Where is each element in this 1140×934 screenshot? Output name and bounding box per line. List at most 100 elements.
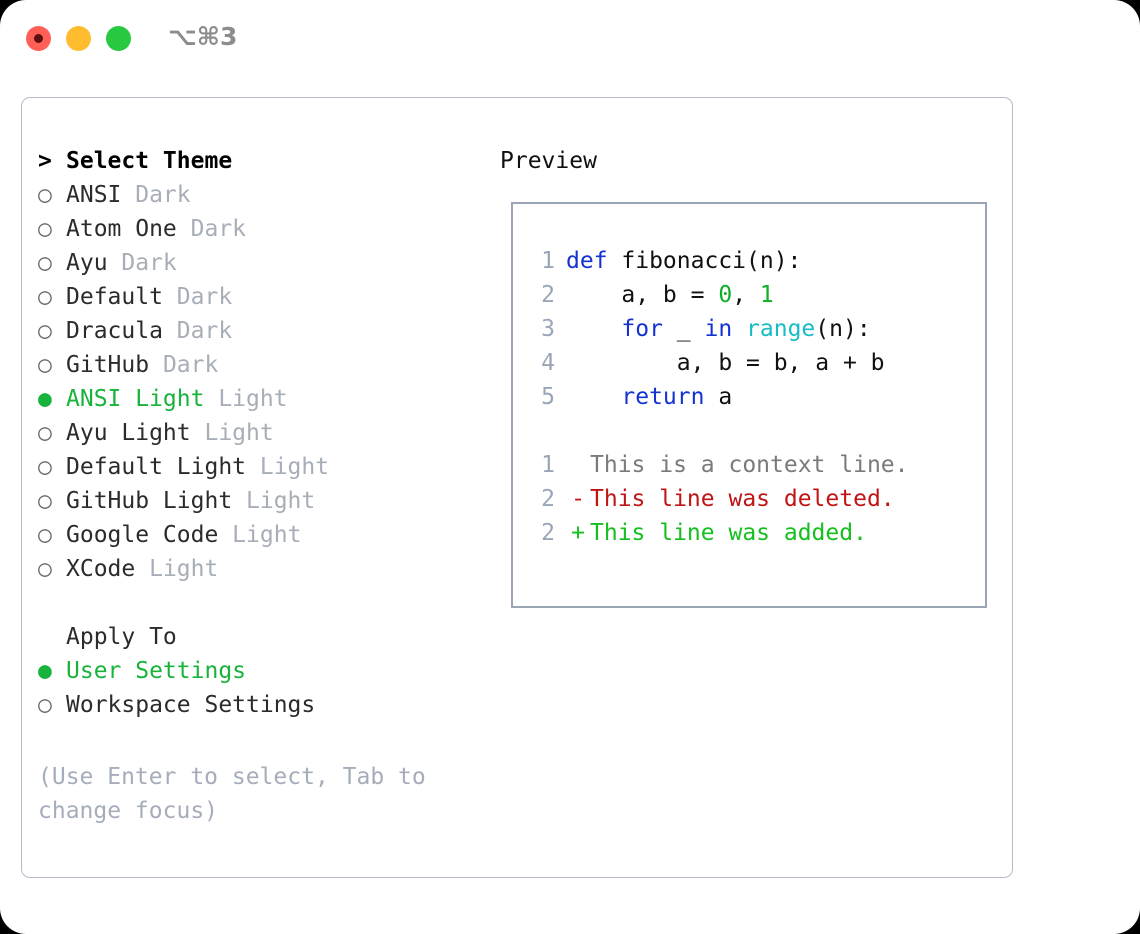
theme-name-label: Atom One <box>66 216 177 242</box>
diff-line: 1 This is a context line. <box>529 448 979 482</box>
diff-text: This line was deleted. <box>590 486 895 512</box>
theme-list-item[interactable]: ○ ANSI Dark <box>38 178 490 212</box>
code-token: a <box>704 384 733 410</box>
code-line: 3 for _ in range(n): <box>529 312 979 346</box>
code-line: 2 a, b = 0, 1 <box>529 278 979 312</box>
keyboard-hint-text: (Use Enter to select, Tab to change focu… <box>38 764 440 824</box>
theme-name-label: GitHub Light <box>66 488 233 514</box>
diff-marker: - <box>571 486 585 512</box>
apply-to-list: ● User Settings○ Workspace Settings <box>38 654 490 722</box>
code-token <box>732 316 746 342</box>
theme-list-item[interactable]: ○ Default Light Light <box>38 450 490 484</box>
main-panel: > Select Theme ○ ANSI Dark○ Atom One Dar… <box>21 97 1013 878</box>
diff-marker: + <box>571 520 585 546</box>
radio-unselected-icon: ○ <box>38 352 66 378</box>
radio-unselected-icon: ○ <box>38 216 66 242</box>
theme-variant-label: Light <box>204 386 288 412</box>
theme-list-item[interactable]: ○ GitHub Light Light <box>38 484 490 518</box>
code-token <box>566 316 621 342</box>
apply-to-label: Workspace Settings <box>66 692 316 718</box>
theme-list-item[interactable]: ○ GitHub Dark <box>38 348 490 382</box>
theme-name-label: Ayu Light <box>66 420 191 446</box>
code-token: a, b = b, a + b <box>566 350 885 376</box>
theme-list-header-label: Select Theme <box>66 148 233 174</box>
radio-unselected-icon: ○ <box>38 250 66 276</box>
theme-selection-column: > Select Theme ○ ANSI Dark○ Atom One Dar… <box>38 144 490 722</box>
diff-block: 1 This is a context line.2-This line was… <box>529 448 979 550</box>
theme-variant-label: Dark <box>176 216 247 242</box>
radio-unselected-icon: ○ <box>38 454 66 480</box>
radio-unselected-icon: ○ <box>38 522 66 548</box>
diff-line-number: 2 <box>541 486 555 512</box>
radio-unselected-icon: ○ <box>38 182 66 208</box>
theme-name-label: ANSI Light <box>66 386 205 412</box>
preview-label: Preview <box>500 148 597 174</box>
theme-list-item[interactable]: ○ Atom One Dark <box>38 212 490 246</box>
code-token: fibonacci(n): <box>607 248 802 274</box>
apply-to-header-label: Apply To <box>66 624 177 650</box>
theme-list-item[interactable]: ○ Google Code Light <box>38 518 490 552</box>
theme-name-label: ANSI <box>66 182 122 208</box>
theme-list: ○ ANSI Dark○ Atom One Dark○ Ayu Dark○ De… <box>38 178 490 586</box>
apply-to-header-indent <box>38 620 66 654</box>
theme-variant-label: Dark <box>149 352 219 378</box>
theme-variant-label: Dark <box>162 318 233 344</box>
theme-variant-label: Dark <box>121 182 191 208</box>
apply-to-item[interactable]: ● User Settings <box>38 654 490 688</box>
theme-name-label: Dracula <box>66 318 163 344</box>
window-titlebar: ⌥⌘3 <box>0 0 1140 78</box>
theme-list-item[interactable]: ○ Dracula Dark <box>38 314 490 348</box>
theme-name-label: Default Light <box>66 454 247 480</box>
theme-variant-label: Dark <box>162 284 233 310</box>
minimize-button[interactable] <box>66 26 91 51</box>
radio-unselected-icon: ○ <box>38 556 66 582</box>
line-number: 4 <box>541 350 555 376</box>
code-token: in <box>704 316 733 342</box>
diff-marker <box>566 448 590 482</box>
diff-line: 2-This line was deleted. <box>529 482 979 516</box>
theme-name-label: XCode <box>66 556 136 582</box>
radio-selected-icon: ● <box>38 386 66 412</box>
theme-variant-label: Dark <box>107 250 177 276</box>
code-token: (n): <box>815 316 871 342</box>
theme-variant-label: Light <box>218 522 302 548</box>
apply-to-label: User Settings <box>66 658 247 684</box>
line-number: 3 <box>541 316 555 342</box>
radio-unselected-icon: ○ <box>38 318 66 344</box>
code-token: 0 <box>718 282 733 308</box>
diff-line-number: 2 <box>541 520 555 546</box>
theme-list-item[interactable]: ● ANSI Light Light <box>38 382 490 416</box>
line-number: 2 <box>541 282 555 308</box>
apply-to-item[interactable]: ○ Workspace Settings <box>38 688 490 722</box>
radio-selected-icon: ● <box>38 658 66 684</box>
theme-name-label: GitHub <box>66 352 150 378</box>
diff-text: This is a context line. <box>590 452 909 478</box>
theme-list-header: > Select Theme <box>38 144 490 178</box>
zoom-button[interactable] <box>106 26 131 51</box>
radio-unselected-icon: ○ <box>38 692 66 718</box>
theme-list-item[interactable]: ○ XCode Light <box>38 552 490 586</box>
code-line: 5 return a <box>529 380 979 414</box>
line-number: 5 <box>541 384 555 410</box>
diff-line: 2+This line was added. <box>529 516 979 550</box>
code-token: def <box>566 248 608 274</box>
code-token: a, b = <box>566 282 719 308</box>
theme-list-item[interactable]: ○ Ayu Light Light <box>38 416 490 450</box>
code-diff-separator <box>529 414 979 448</box>
radio-unselected-icon: ○ <box>38 488 66 514</box>
diff-line-number: 1 <box>541 452 555 478</box>
theme-variant-label: Light <box>135 556 219 582</box>
theme-list-item[interactable]: ○ Ayu Dark <box>38 246 490 280</box>
code-token <box>566 384 621 410</box>
code-token: for <box>621 316 663 342</box>
code-token: , <box>732 282 760 308</box>
radio-unselected-icon: ○ <box>38 420 66 446</box>
theme-list-item[interactable]: ○ Default Dark <box>38 280 490 314</box>
keyboard-shortcut-label: ⌥⌘3 <box>168 22 238 51</box>
theme-name-label: Ayu <box>66 250 108 276</box>
